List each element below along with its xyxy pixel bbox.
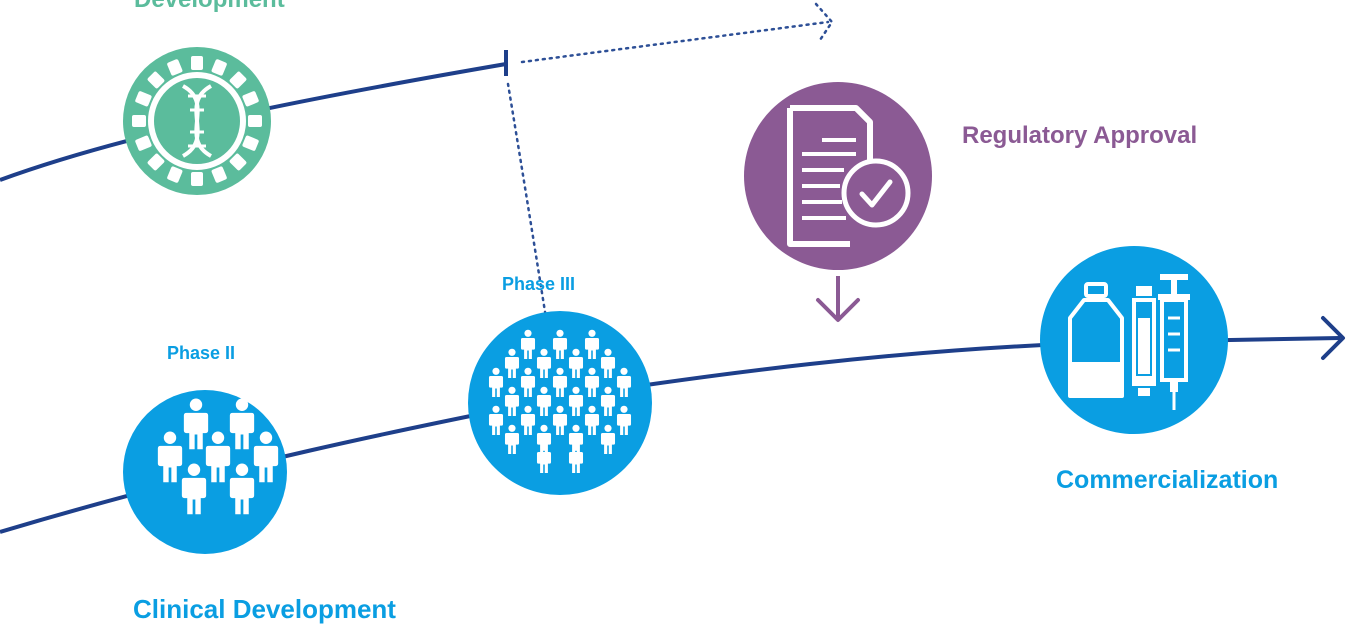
dotted-branch-down [506, 82, 548, 320]
gear-tooth [135, 135, 152, 151]
dotted-arrow-head-icon [814, 2, 834, 42]
clinical-development-label: Clinical Development [133, 594, 396, 624]
gear-tooth [147, 71, 165, 89]
gear-tooth [147, 153, 165, 171]
crowd-icon [468, 311, 652, 495]
development-label: Development [134, 0, 285, 14]
phase-ii-label: Phase II [167, 343, 236, 363]
dna-gear-icon [123, 47, 271, 195]
gear-tooth [167, 59, 183, 76]
people-group-icon [123, 390, 287, 554]
gear-tooth [191, 56, 203, 70]
gear-tooth [211, 59, 227, 76]
arrow-down-icon [816, 276, 860, 322]
document-check-icon [744, 82, 932, 270]
gear-tooth [135, 91, 152, 107]
gear-tooth [229, 71, 247, 89]
dotted-branch-forward [520, 20, 830, 64]
gear-tooth [191, 172, 203, 186]
regulatory-approval-label: Regulatory Approval [962, 122, 1198, 149]
arrow-right-icon [1321, 316, 1345, 360]
vial-syringe-icon [1040, 246, 1228, 434]
gear-tooth [242, 135, 259, 151]
phase-iii-label: Phase III [502, 274, 576, 294]
commercialization-label: Commercialization [1056, 466, 1279, 494]
gear-tooth [132, 115, 146, 127]
gear-tooth [167, 166, 183, 183]
gear-tooth [248, 115, 262, 127]
gear-tooth [211, 166, 227, 183]
gear-tooth [242, 91, 259, 107]
gear-tooth [229, 153, 247, 171]
